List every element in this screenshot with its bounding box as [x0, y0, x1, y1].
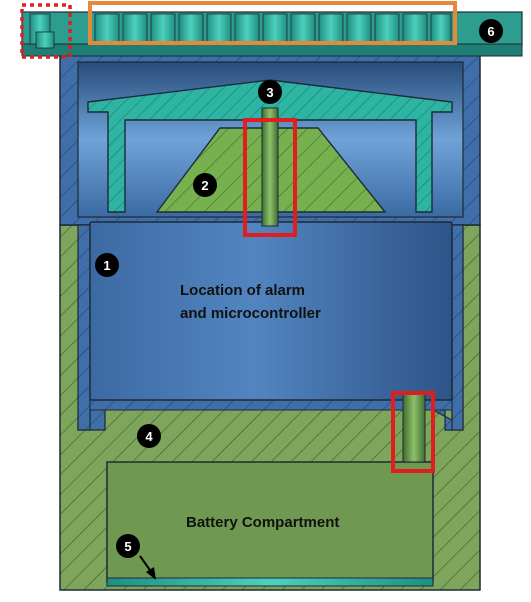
highlight-box-lower-rod	[391, 391, 435, 473]
svg-text:1: 1	[103, 258, 110, 273]
svg-text:3: 3	[266, 85, 273, 100]
callout-6: 6	[479, 19, 503, 43]
center-rod	[261, 107, 279, 227]
callout-4: 4	[137, 424, 161, 448]
callout-5: 5	[116, 534, 140, 558]
callout-2: 2	[193, 173, 217, 197]
highlight-box-cap	[88, 1, 457, 45]
highlight-box-center-rod	[243, 118, 297, 237]
callout-1: 1	[95, 253, 119, 277]
svg-text:4: 4	[145, 429, 153, 444]
battery-label: Battery Compartment	[186, 514, 339, 531]
alarm-label-line2: and microcontroller	[180, 305, 321, 322]
alarm-label-line1: Location of alarm	[180, 282, 305, 299]
bottom-plate	[106, 577, 434, 587]
battery-compartment	[106, 461, 434, 583]
svg-text:2: 2	[201, 178, 208, 193]
svg-text:5: 5	[124, 539, 131, 554]
arrow-5	[139, 555, 156, 580]
teal-lid	[87, 79, 453, 213]
lower-rod	[402, 393, 426, 463]
callout-3: 3	[258, 80, 282, 104]
top-cap	[21, 11, 523, 57]
svg-text:6: 6	[487, 24, 494, 39]
highlight-box-dotted	[20, 3, 72, 59]
